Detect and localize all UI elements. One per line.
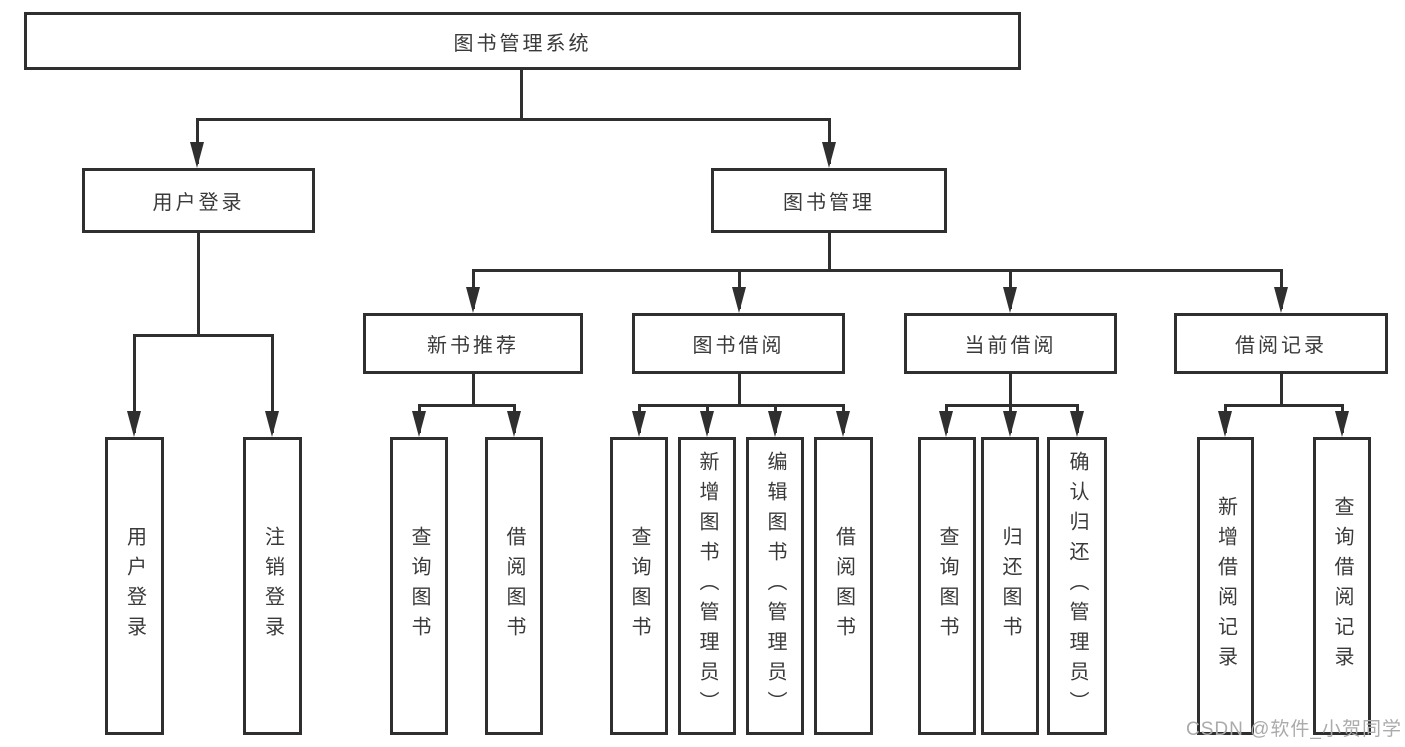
arrow-head	[190, 142, 204, 168]
connector-line	[1008, 374, 1012, 407]
node-new-book-recommend: 新书推荐	[363, 313, 583, 374]
leaf-return-books: 归还图书	[981, 437, 1039, 735]
node-book-management: 图书管理	[711, 168, 947, 233]
node-user-login: 用户登录	[82, 168, 315, 233]
connector-line	[519, 70, 523, 120]
arrow-head	[466, 287, 480, 313]
leaf-query-books-borrowing: 查询图书	[610, 437, 668, 735]
arrow-head	[1070, 411, 1084, 437]
leaf-confirm-return-admin: 确认归还（管理员）	[1047, 437, 1107, 735]
arrow-head	[700, 411, 714, 437]
connector-line	[827, 119, 831, 164]
connector-line	[132, 335, 136, 433]
leaf-query-borrow-record: 查询借阅记录	[1313, 437, 1371, 735]
leaf-user-login: 用户登录	[105, 437, 164, 735]
node-current-borrowing: 当前借阅	[904, 313, 1117, 374]
watermark: CSDN @软件_小贺同学	[1186, 719, 1402, 740]
leaf-add-books-admin: 新增图书（管理员）	[678, 437, 736, 735]
connector-line	[471, 268, 1283, 272]
node-book-borrowing: 图书借阅	[632, 313, 845, 374]
connector-line	[196, 233, 200, 337]
arrow-head	[127, 411, 141, 437]
connector-line	[471, 374, 475, 407]
connector-line	[132, 333, 274, 337]
connector-line	[417, 403, 516, 407]
arrow-head	[836, 411, 850, 437]
leaf-query-books-recommend: 查询图书	[390, 437, 448, 735]
arrow-head	[822, 142, 836, 168]
arrow-head	[507, 411, 521, 437]
arrow-head	[768, 411, 782, 437]
leaf-borrow-books-recommend: 借阅图书	[485, 437, 543, 735]
arrow-head	[1218, 411, 1232, 437]
leaf-borrow-books: 借阅图书	[814, 437, 873, 735]
arrow-head	[732, 287, 746, 313]
arrow-head	[1003, 411, 1017, 437]
connector-line	[195, 117, 831, 121]
connector-line	[195, 119, 199, 164]
connector-line	[270, 335, 274, 433]
arrow-head	[1003, 287, 1017, 313]
connector-line	[827, 233, 831, 272]
leaf-logout: 注销登录	[243, 437, 302, 735]
leaf-add-borrow-record: 新增借阅记录	[1197, 437, 1254, 735]
node-borrowing-records: 借阅记录	[1174, 313, 1388, 374]
arrow-head	[1274, 287, 1288, 313]
arrow-head	[412, 411, 426, 437]
connector-line	[1279, 374, 1283, 407]
arrow-head	[939, 411, 953, 437]
connector-line	[1223, 403, 1344, 407]
node-library-system: 图书管理系统	[24, 12, 1021, 70]
arrow-head	[265, 411, 279, 437]
connector-line	[637, 403, 845, 407]
leaf-query-books-current: 查询图书	[918, 437, 976, 735]
arrow-head	[1335, 411, 1349, 437]
leaf-edit-books-admin: 编辑图书（管理员）	[746, 437, 804, 735]
connector-line	[737, 374, 741, 407]
connector-line	[944, 403, 1079, 407]
arrow-head	[632, 411, 646, 437]
